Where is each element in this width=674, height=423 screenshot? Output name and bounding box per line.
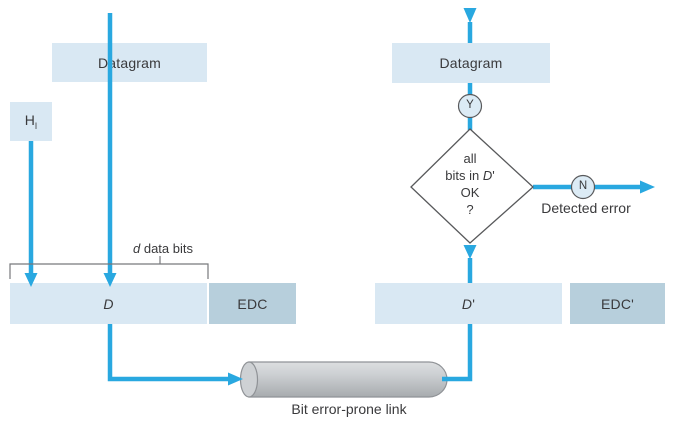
receiver-d-box: D'	[375, 283, 562, 324]
detected-error-label: Detected error	[541, 200, 631, 216]
receiver-datagram-box: Datagram	[392, 43, 550, 83]
link-to-dprime-line	[442, 324, 473, 382]
sender-datagram-label: Datagram	[97, 54, 162, 71]
sender-datagram-box: Datagram	[52, 43, 207, 82]
decision-line4: ?	[466, 202, 474, 217]
receiver-datagram-label: Datagram	[439, 55, 503, 71]
yes-circle	[457, 93, 483, 119]
d-data-bits-bracket	[9, 256, 209, 279]
link-cylinder	[239, 361, 448, 398]
no-circle	[570, 174, 596, 200]
header-hl-label: Hl	[24, 112, 38, 131]
decision-line2: bits in D'	[445, 168, 495, 183]
d-to-link-line	[107, 324, 228, 382]
decision-diamond	[410, 128, 534, 244]
decision-no-arrowhead	[640, 180, 655, 194]
receiver-edc-box: EDC'	[570, 283, 665, 324]
d-data-bits-label: d data bits	[133, 241, 193, 256]
decision-line3: OK	[460, 185, 480, 200]
sender-d-label: D	[103, 295, 114, 312]
header-hl-box: Hl	[10, 102, 52, 141]
link-cylinder-cap	[239, 361, 259, 398]
datagram-up-arrowhead	[463, 8, 477, 23]
sender-d-box: D	[10, 283, 207, 324]
link-label: Bit error-prone link	[291, 401, 407, 417]
d-to-link-arrowhead	[228, 372, 243, 386]
sender-edc-box: EDC	[209, 283, 296, 324]
datagram-to-d-arrowhead	[103, 273, 117, 287]
sender-flow-arrows	[24, 8, 655, 386]
receiver-d-label: D'	[461, 295, 476, 312]
no-circle-label: N	[578, 180, 588, 192]
dprime-to-decision-arrowhead	[463, 245, 477, 259]
header-to-d-arrowhead	[24, 273, 38, 287]
decision-question-text: all bits in D' OK ?	[410, 150, 530, 218]
yes-circle-label: Y	[466, 99, 474, 111]
receiver-edc-label: EDC'	[600, 295, 635, 312]
decision-line1: all	[463, 151, 477, 166]
sender-edc-label: EDC	[237, 295, 268, 312]
